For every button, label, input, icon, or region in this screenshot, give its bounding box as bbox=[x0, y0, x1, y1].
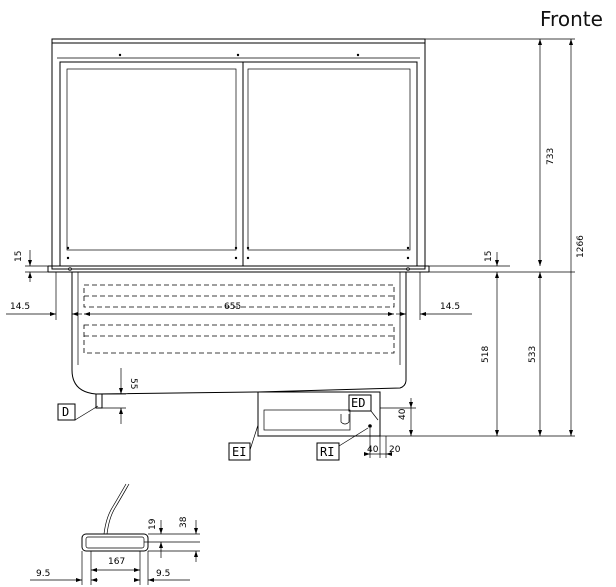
dim-655: 655 bbox=[84, 302, 394, 316]
dim-55: 55 bbox=[102, 368, 138, 424]
counter-body bbox=[71, 272, 407, 437]
dim-14-5-right-label: 14.5 bbox=[440, 302, 460, 312]
tag-RI: RI bbox=[316, 427, 369, 461]
tag-ED-label: ED bbox=[351, 396, 365, 410]
dim-1266-label: 1266 bbox=[576, 235, 586, 258]
tag-D: D bbox=[57, 403, 99, 421]
left-door bbox=[59, 61, 244, 267]
dim-15-left-label: 15 bbox=[14, 251, 24, 262]
dim-167-label: 167 bbox=[108, 557, 125, 567]
dim-533-label: 533 bbox=[528, 346, 538, 363]
view-title: Fronte bbox=[540, 7, 603, 31]
dim-19-label: 19 bbox=[148, 518, 158, 530]
tag-EI-label: EI bbox=[232, 445, 246, 459]
dim-40-horizontal-label: 40 bbox=[367, 445, 379, 455]
dim-518-label: 518 bbox=[481, 346, 491, 363]
dim-733-label: 733 bbox=[546, 148, 556, 165]
dim-14-5-left: 14.5 bbox=[6, 272, 82, 320]
tag-D-label: D bbox=[62, 405, 69, 419]
tag-EI: EI bbox=[228, 424, 259, 461]
dim-14-5-left-label: 14.5 bbox=[10, 302, 30, 312]
dim-40-20: 40 20 bbox=[364, 428, 401, 458]
dim-9-5-right-label: 9.5 bbox=[156, 569, 170, 579]
tag-ED: ED bbox=[348, 394, 379, 421]
dim-38: 38 bbox=[179, 516, 198, 562]
dim-533: 533 bbox=[528, 272, 542, 436]
dim-20-label: 20 bbox=[389, 445, 401, 455]
right-door bbox=[242, 61, 418, 267]
dim-1266: 1266 bbox=[569, 39, 586, 436]
dim-40-vertical: 40 bbox=[380, 398, 416, 436]
dim-38-label: 38 bbox=[179, 516, 189, 528]
control-box-detail bbox=[81, 483, 200, 552]
dim-40-vertical-label: 40 bbox=[398, 408, 408, 420]
upper-cabinet bbox=[47, 38, 430, 273]
dim-167: 167 bbox=[90, 551, 141, 585]
dim-518: 518 bbox=[481, 282, 499, 436]
dim-15-right-label: 15 bbox=[484, 251, 494, 262]
dim-733: 733 bbox=[425, 38, 575, 266]
dim-15-right: 15 bbox=[429, 251, 575, 282]
dim-9-5-left-label: 9.5 bbox=[36, 569, 50, 579]
dim-9-5: 9.5 9.5 bbox=[30, 551, 190, 585]
tag-RI-label: RI bbox=[320, 445, 334, 459]
dim-655-label: 655 bbox=[224, 302, 241, 312]
dim-55-label: 55 bbox=[128, 378, 138, 389]
dim-19: 19 bbox=[148, 518, 163, 558]
dim-15-left: 15 bbox=[14, 250, 48, 282]
dim-14-5-right: 14.5 bbox=[396, 272, 472, 320]
